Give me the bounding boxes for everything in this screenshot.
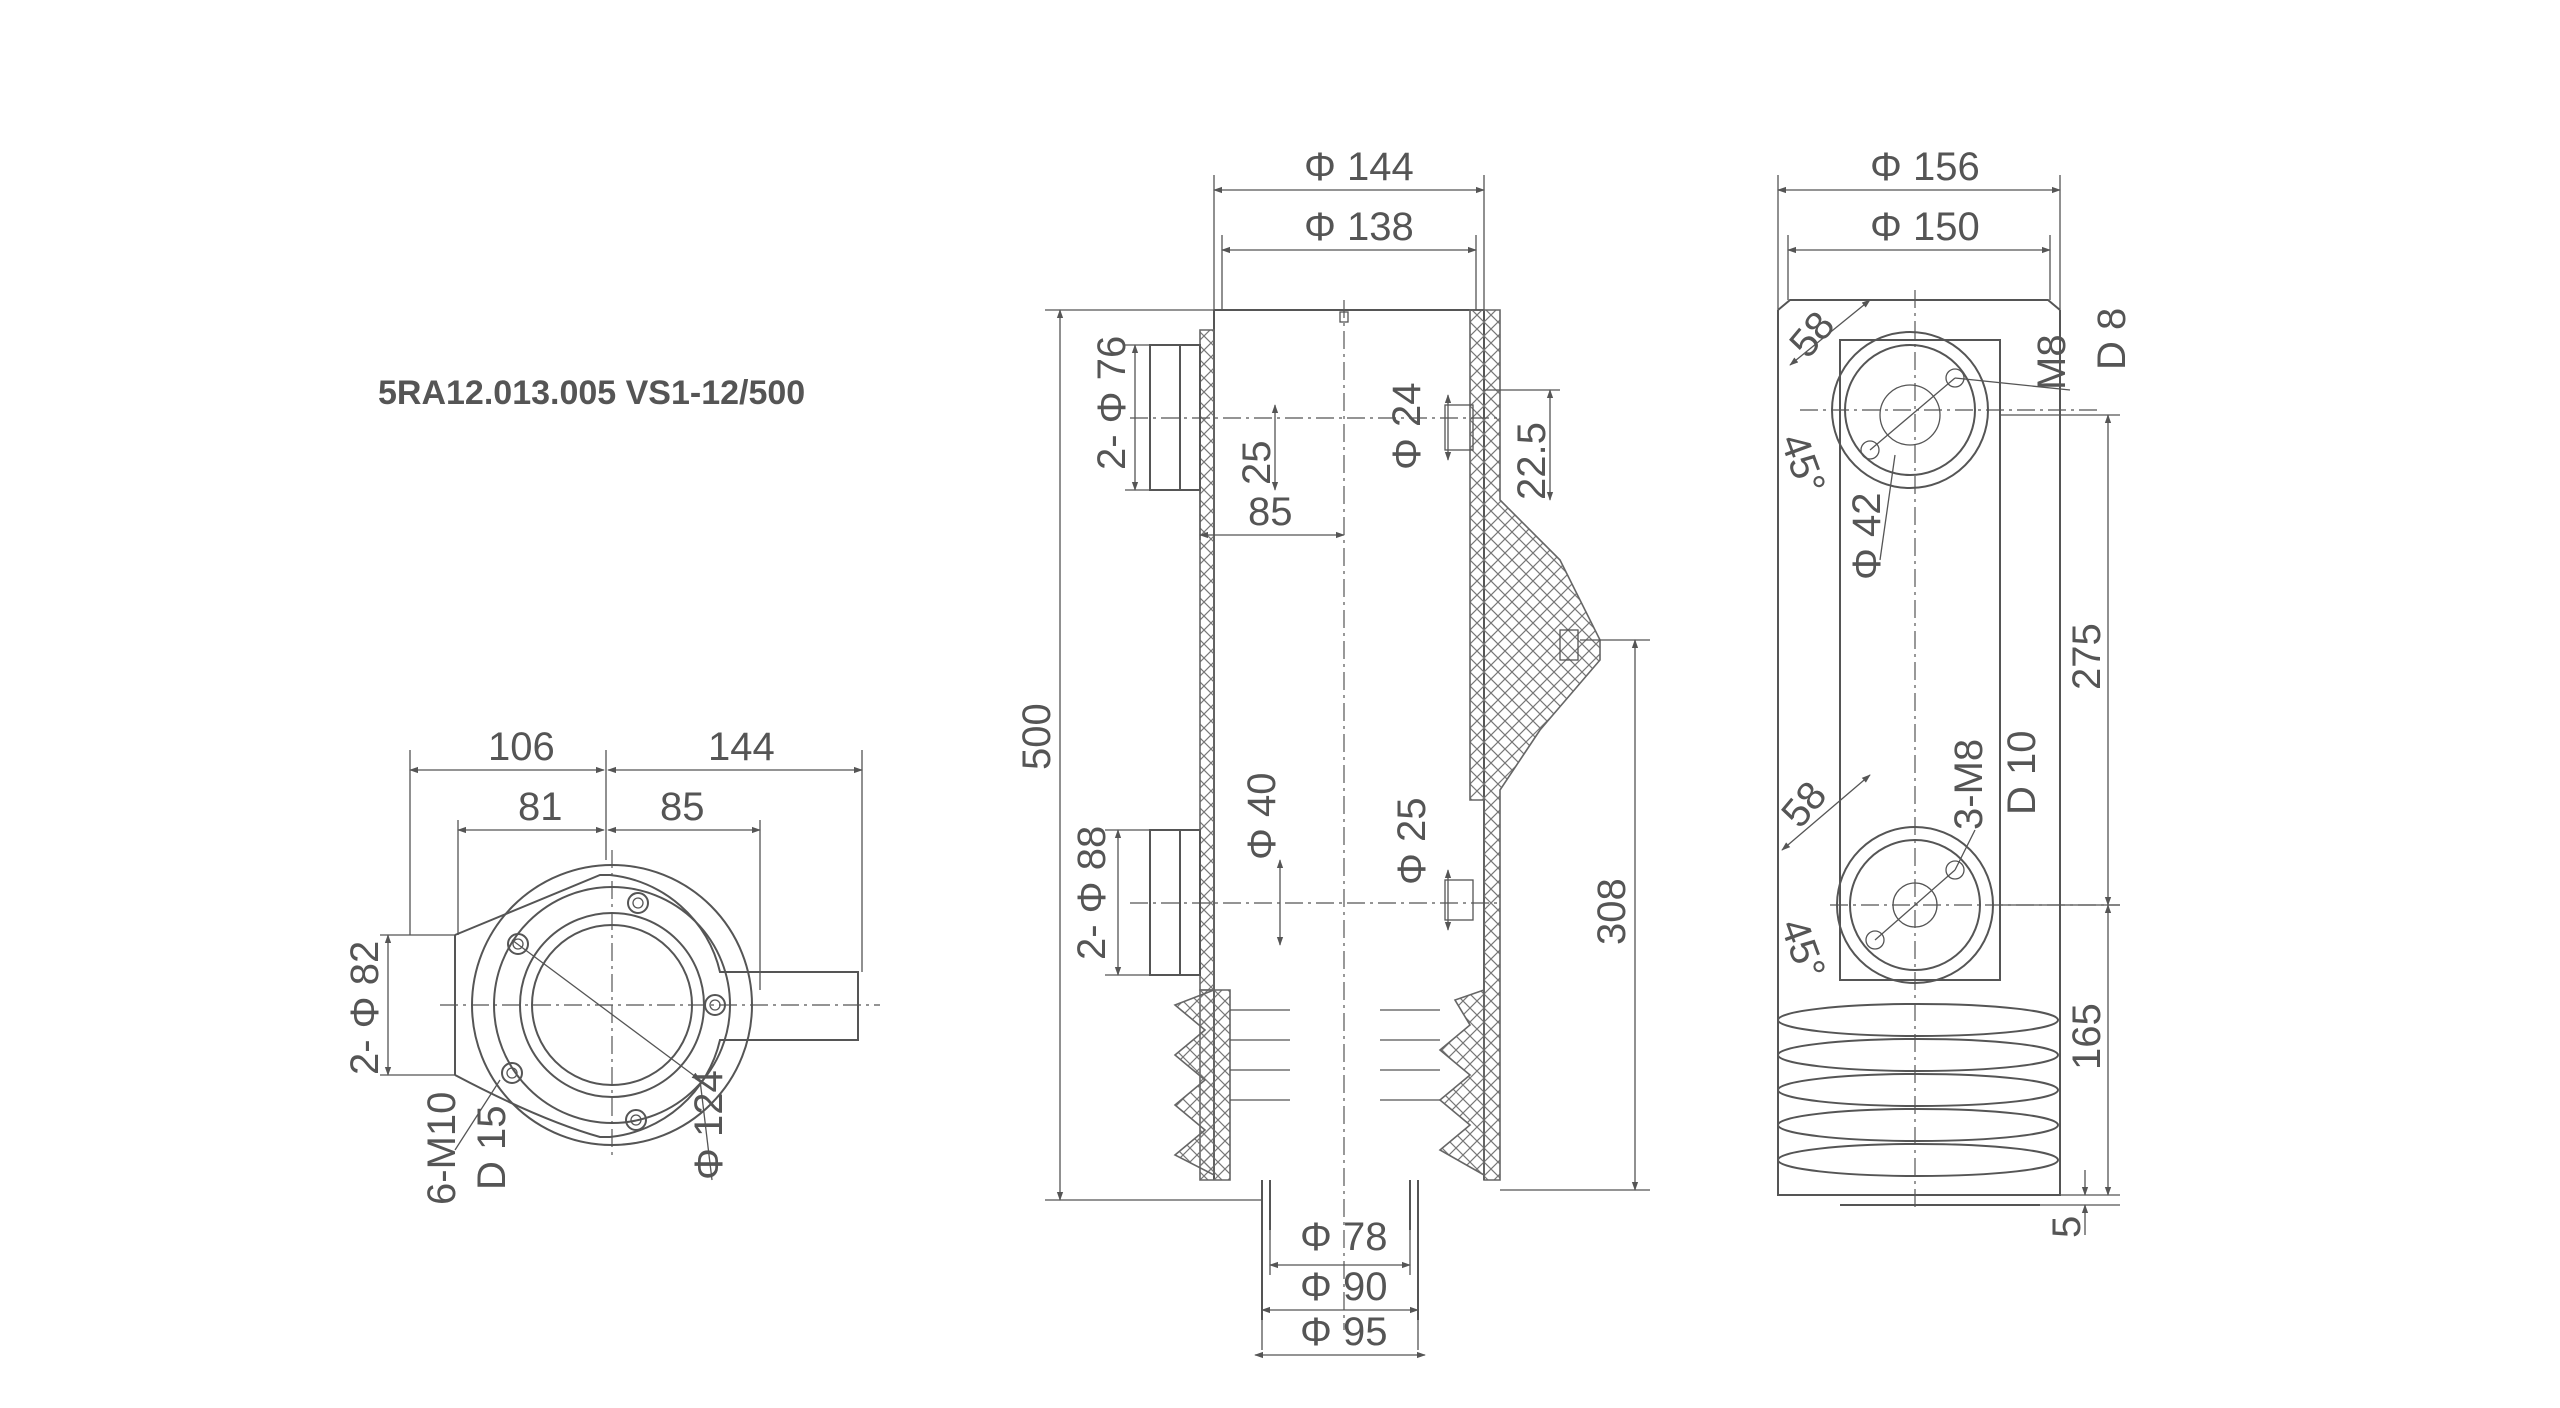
dim-58-lower: 58 [1773,773,1835,835]
dim-25-upper: 25 [1235,441,1279,486]
front-left-wall [1199,329,1215,991]
dim-3-m8: 3-M8 [1947,739,1991,830]
dim-58-upper: 58 [1781,303,1843,365]
front-lower-port [1149,829,1201,976]
dim-45-upper: 45° [1772,428,1834,500]
dim-m8-upper: M8 [2030,334,2074,390]
dim-2-phi-82: 2- Φ 82 [343,941,387,1075]
dim-phi-124: Φ 124 [687,1070,731,1180]
side-view: Φ 156 Φ 150 58 M8 D 8 45° Φ 42 275 58 3-… [1772,145,2134,1238]
dim-phi-42: Φ 42 [1845,492,1889,580]
dim-2-phi-88: 2- Φ 88 [1070,826,1114,960]
dim-phi-90: Φ 90 [1300,1265,1388,1309]
dim-phi-40: Φ 40 [1240,772,1284,860]
front-right-sheds [1438,988,1485,1177]
drawing-title: 5RA12.013.005 VS1-12/500 [378,374,805,412]
dim-165: 165 [2065,1003,2109,1070]
dim-d15: D 15 [470,1106,514,1191]
dim-2-phi-76: 2- Φ 76 [1090,336,1134,470]
side-plate [1839,339,2001,981]
left-view: 106 144 81 85 2- Φ 82 6-M10 D 15 Φ 124 [343,725,880,1205]
dim-85-left: 85 [660,785,705,829]
dim-5: 5 [2045,1216,2089,1238]
side-sheds [1777,1003,2059,1177]
dim-phi-156: Φ 156 [1870,145,1980,189]
dim-275: 275 [2065,623,2109,690]
dim-phi-144: Φ 144 [1304,145,1414,189]
dim-phi-150: Φ 150 [1870,205,1980,249]
dim-500: 500 [1015,703,1059,770]
front-right-wall-bulge [1469,309,1601,1181]
dim-85-front: 85 [1248,490,1293,534]
dim-6-m10: 6-M10 [420,1092,464,1205]
dim-144-left: 144 [708,725,775,769]
left-flange-outline [454,874,859,1138]
dim-d10: D 10 [2000,731,2044,816]
dim-phi-138: Φ 138 [1304,205,1414,249]
dim-phi-95: Φ 95 [1300,1310,1388,1354]
dim-phi-25: Φ 25 [1390,797,1434,885]
dim-45-lower: 45° [1772,913,1834,985]
dim-22-5: 22.5 [1510,422,1554,500]
dim-phi-78: Φ 78 [1300,1215,1388,1259]
dim-308: 308 [1590,878,1634,945]
dim-81: 81 [518,785,563,829]
front-left-sheds [1173,988,1215,1177]
dim-phi-24: Φ 24 [1385,382,1429,470]
dim-106: 106 [488,725,555,769]
dim-d8: D 8 [2090,308,2134,370]
front-view: Φ 144 Φ 138 2- Φ 76 25 85 Φ 24 22.5 500 … [1015,145,1650,1359]
